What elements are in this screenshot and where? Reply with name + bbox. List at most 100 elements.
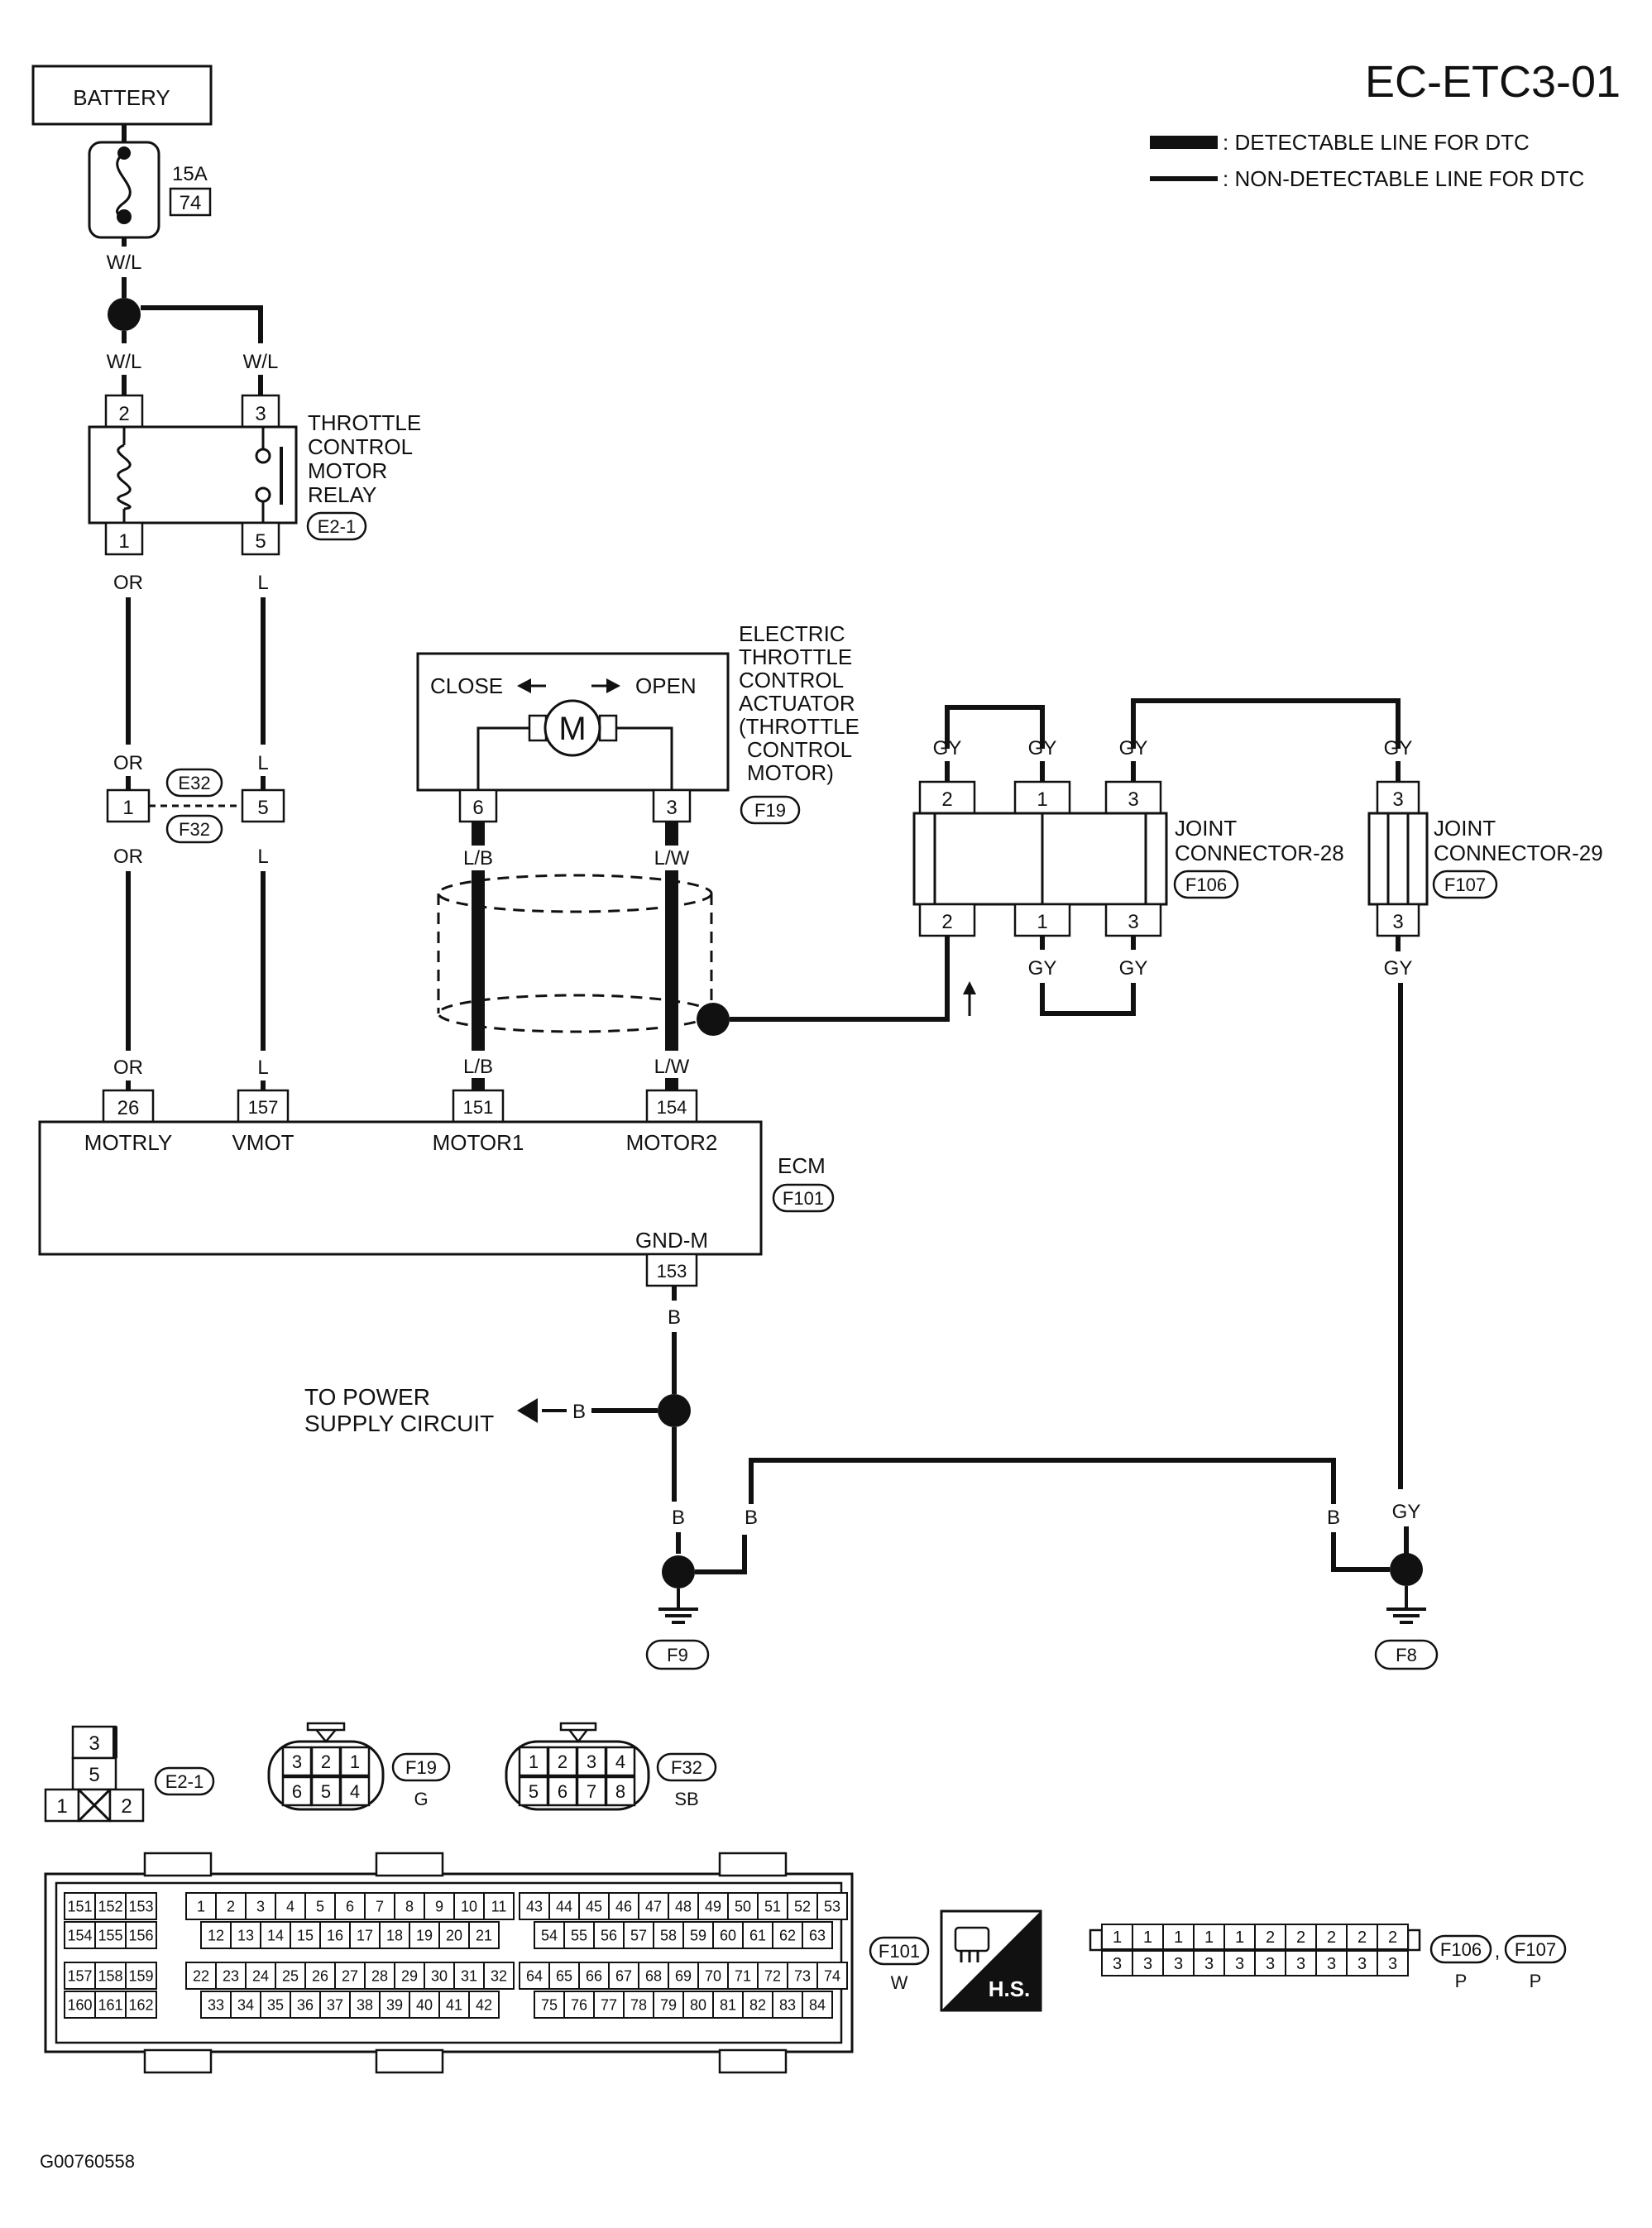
f107-view-id: F107 — [1515, 1939, 1556, 1960]
connector-pin-cell — [742, 1991, 773, 2019]
connector-pin-cell — [438, 1921, 470, 1949]
connector-pin-cell — [424, 1962, 455, 1990]
connector-pin-label: 39 — [386, 1996, 403, 2013]
connector-pin-label: 68 — [645, 1967, 662, 1984]
connector-pin-cell — [215, 1892, 247, 1920]
f32-pin: 1 — [529, 1751, 539, 1772]
jc28-connector-id: F106 — [1185, 874, 1227, 895]
relay-pin-2 — [104, 394, 144, 429]
connector-pin-label: 71 — [735, 1967, 751, 1984]
connector-pin-cell — [349, 1991, 381, 2019]
connector-pin-cell — [230, 1991, 261, 2019]
relay-connector-badge — [306, 511, 367, 541]
connector-pin-cell — [593, 1991, 625, 2019]
connector-pin-cell — [125, 1921, 157, 1949]
wire-label-gy-2: GY — [1028, 737, 1057, 759]
legend-non-detectable-text: : NON-DETECTABLE LINE FOR DTC — [1223, 166, 1584, 191]
ground-f8-badge — [1374, 1639, 1439, 1670]
jc28-pin-label: 2 — [941, 911, 952, 933]
connector-pin-label: 29 — [401, 1967, 418, 1984]
wire-label-wl-1: W/L — [107, 252, 142, 274]
connector-pin-label: 82 — [749, 1996, 766, 2013]
connector-pin-label: 36 — [297, 1996, 314, 2013]
connector-pin-label: 21 — [476, 1927, 492, 1943]
connector-pin-label: 50 — [735, 1898, 751, 1914]
connector-pin-cell — [94, 1892, 127, 1920]
connector-pin-label: 3 — [1113, 1955, 1122, 1973]
connector-pin-label: 3 — [1266, 1955, 1275, 1973]
connector-pin-label: 10 — [461, 1898, 477, 1914]
connector-pin-label: 37 — [327, 1996, 343, 2013]
connector-pin-label: 63 — [809, 1927, 826, 1943]
relay-pin-3 — [241, 394, 280, 429]
relay-label-1: THROTTLE — [308, 410, 421, 435]
actuator-pin-3 — [652, 788, 692, 823]
connector-pin-cell — [534, 1991, 565, 2019]
connector-pin-cell — [394, 1892, 425, 1920]
battery-label: BATTERY — [73, 85, 170, 110]
connector-pin-cell — [260, 1921, 291, 1949]
wire — [695, 1535, 747, 1574]
ground-f9-id: F9 — [667, 1645, 688, 1665]
connector-pin-cell — [319, 1991, 351, 2019]
wire — [945, 705, 1045, 749]
actuator-connector-badge — [740, 795, 801, 825]
joint-connector-28: 2 1 3 2 1 3 — [912, 780, 1168, 937]
connector-pin-label: 70 — [705, 1967, 721, 1984]
connector-pin-cell — [1223, 1924, 1256, 1950]
f19-pin: 5 — [321, 1781, 331, 1802]
inline-connector-bottom-id: F32 — [179, 819, 210, 840]
relay-pin-5-label: 5 — [255, 530, 266, 553]
wire-label-b-5: B — [1327, 1507, 1340, 1529]
connector-pin-label: 44 — [556, 1898, 572, 1914]
connector-pin-label: 4 — [286, 1898, 294, 1914]
connector-pin-label: 58 — [660, 1927, 677, 1943]
motor-letter: M — [558, 711, 586, 747]
connector-pin-label: 16 — [327, 1927, 343, 1943]
connector-pin-label: 3 — [1327, 1955, 1336, 1973]
connector-pin-label: 3 — [256, 1898, 265, 1914]
jc29-label-1: JOINT — [1434, 816, 1496, 841]
jc28-body — [912, 812, 1168, 906]
connector-pin-label: 72 — [764, 1967, 781, 1984]
jc28-label-1: JOINT — [1175, 816, 1237, 841]
relay-label-4: RELAY — [308, 482, 376, 507]
wire-label-gy-7: GY — [1384, 957, 1413, 980]
connector-pin-label: 59 — [690, 1927, 706, 1943]
connector-pin-label: 1 — [197, 1898, 205, 1914]
connector-pin-cell — [1254, 1924, 1286, 1950]
wire-label-or-4: OR — [113, 1057, 143, 1079]
connector-pin-cell — [215, 1962, 247, 1990]
connector-pin-label: 31 — [461, 1967, 477, 1984]
f19-pin: 1 — [350, 1751, 360, 1772]
connector-pin-cell — [638, 1962, 669, 1990]
connector-pin-cell — [772, 1921, 803, 1949]
connector-pin-label: 26 — [312, 1967, 328, 1984]
splice-dot — [108, 298, 141, 331]
connector-pin-cell — [1377, 1950, 1409, 1976]
wire-label-b-4: B — [745, 1507, 758, 1529]
fuse-number: 74 — [180, 192, 202, 214]
connector-pin-label: 2 — [1388, 1929, 1397, 1947]
connector-pin-cell — [682, 1991, 714, 2019]
f19-view-id: F19 — [405, 1757, 437, 1778]
connector-pin-label: 2 — [1296, 1929, 1305, 1947]
arrow-left-icon — [517, 678, 531, 693]
connector-pin-label: 157 — [67, 1967, 92, 1984]
connector-pin-cell — [816, 1962, 848, 1990]
connector-pin-label: 2 — [227, 1898, 235, 1914]
wire — [1131, 698, 1401, 749]
connector-pin-label: 13 — [237, 1927, 254, 1943]
f32-view-id: F32 — [671, 1757, 702, 1778]
connector-pin-cell — [185, 1892, 217, 1920]
connector-pin-label: 30 — [431, 1967, 448, 1984]
connector-pin-label: 84 — [809, 1996, 826, 2013]
connector-pin-cell — [802, 1921, 833, 1949]
actuator-label-2: THROTTLE — [739, 644, 852, 669]
figure-id: G00760558 — [40, 2151, 135, 2172]
connector-pin-cell — [757, 1892, 788, 1920]
connector-pin-cell — [483, 1892, 515, 1920]
connector-pin-label: 22 — [193, 1967, 209, 1984]
connector-pin-cell — [379, 1991, 410, 2019]
